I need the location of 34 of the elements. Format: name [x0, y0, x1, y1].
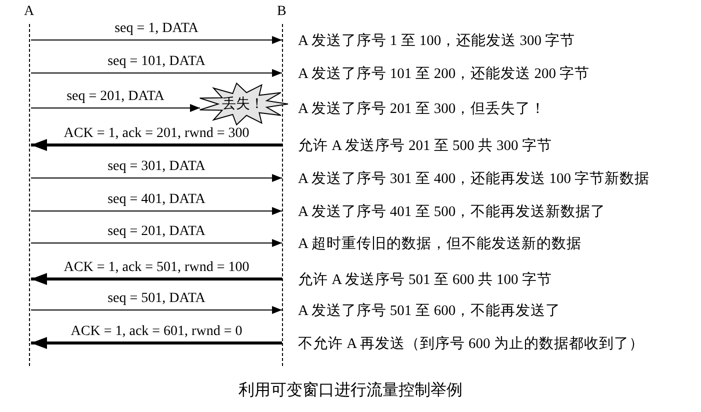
edge-label: ACK = 1, ack = 601, rwnd = 0	[68, 324, 244, 340]
arrow	[30, 104, 200, 112]
edge-label: seq = 1, DATA	[112, 21, 200, 37]
note-text: A 发送了序号 301 至 400，还能再发送 100 字节新数据	[298, 170, 650, 188]
note-text: A 超时重传旧的数据，但不能发送新的数据	[298, 235, 582, 253]
arrow	[30, 69, 282, 77]
edge-label: seq = 501, DATA	[106, 291, 208, 307]
arrow	[30, 174, 282, 182]
note-text: A 发送了序号 401 至 500，不能再发送新数据了	[298, 203, 606, 221]
arrow	[31, 139, 282, 151]
arrow	[30, 36, 282, 44]
edge-label: ACK = 1, ack = 501, rwnd = 100	[62, 260, 252, 276]
note-text: A 发送了序号 1 至 100，还能发送 300 字节	[298, 32, 576, 50]
note-text: 允许 A 发送序号 201 至 500 共 300 字节	[298, 137, 552, 155]
note-text: A 发送了序号 201 至 300，但丢失了！	[298, 100, 546, 118]
note-text: 不允许 A 再发送（到序号 600 为止的数据都收到了）	[298, 335, 644, 353]
arrow	[31, 337, 282, 349]
edge-label: seq = 201, DATA	[106, 224, 208, 240]
edge-label: ACK = 1, ack = 201, rwnd = 300	[62, 126, 252, 142]
participant-label: B	[277, 4, 286, 20]
note-text: A 发送了序号 101 至 200，还能发送 200 字节	[298, 65, 590, 83]
edge-label: seq = 201, DATA	[64, 89, 166, 105]
edge-label: seq = 401, DATA	[106, 192, 208, 208]
arrow	[30, 207, 282, 215]
note-text: 允许 A 发送序号 501 至 600 共 100 字节	[298, 271, 552, 289]
arrow	[30, 239, 282, 247]
edge-label: seq = 101, DATA	[106, 54, 208, 70]
arrow	[30, 306, 282, 314]
arrow	[31, 273, 282, 285]
lost-label: 丢失！	[222, 96, 264, 113]
participant-label: A	[24, 4, 34, 20]
note-text: A 发送了序号 501 至 600，不能再发送了	[298, 302, 561, 320]
edge-label: seq = 301, DATA	[106, 159, 208, 175]
caption: 利用可变窗口进行流量控制举例	[238, 382, 462, 399]
